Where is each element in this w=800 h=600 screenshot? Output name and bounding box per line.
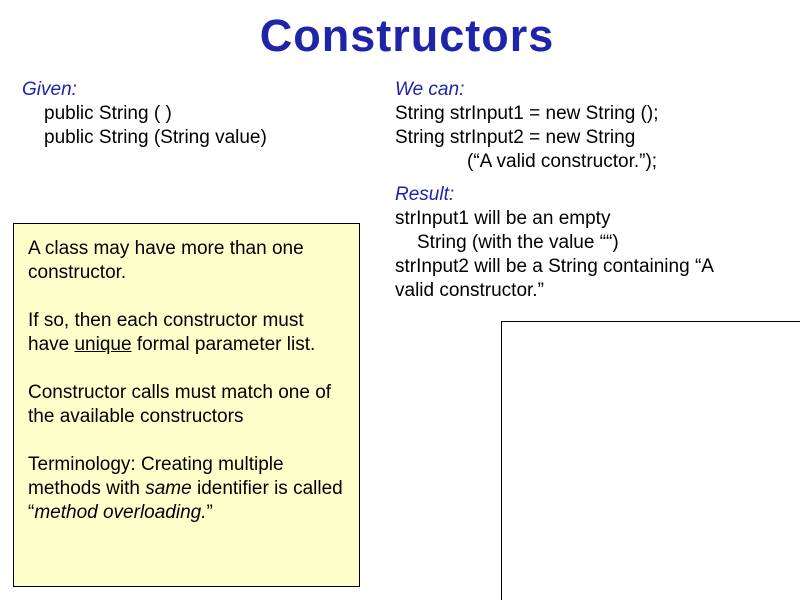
note-text: If so, then each constructor must have: [28, 310, 304, 355]
result-line: strInput2 will be a String containing “A: [395, 256, 714, 277]
note-paragraph: A class may have more than one construct…: [28, 238, 304, 283]
note-paragraph: Terminology: Creating multiple methods w…: [28, 453, 345, 525]
note-text: formal parameter list.: [131, 334, 316, 355]
note-underlined-text: unique: [74, 334, 132, 355]
result-line: String (with the value ““): [417, 232, 619, 253]
note-text: identifier is called “: [28, 478, 343, 523]
note-italic-text: method overloading.: [34, 502, 207, 523]
we-can-block: We can: String strInput1 = new String ()…: [395, 78, 658, 174]
note-paragraph: If so, then each constructor must have u…: [28, 309, 345, 357]
given-line: public String (String value): [44, 127, 267, 148]
note-italic-text: same: [145, 478, 192, 499]
note-box: A class may have more than one construct…: [13, 223, 360, 587]
code-line: (“A valid constructor.”);: [467, 151, 658, 172]
note-text: ”: [206, 502, 213, 523]
code-line: String strInput1 = new String ();: [395, 103, 659, 124]
slide-title: Constructors: [259, 10, 555, 61]
result-block: Result: strInput1 will be an empty Strin…: [395, 183, 714, 303]
note-paragraph: Constructor calls must match one of the …: [28, 382, 332, 427]
empty-frame: [501, 321, 800, 600]
we-can-header: We can:: [395, 79, 465, 100]
given-block: Given: public String ( ) public String (…: [22, 78, 267, 150]
note-text: Terminology: Creating multiple methods w…: [28, 454, 284, 499]
given-header: Given:: [22, 79, 77, 100]
given-line: public String ( ): [44, 103, 172, 124]
code-line: String strInput2 = new String: [395, 127, 636, 148]
result-line: valid constructor.”: [395, 280, 544, 301]
result-line: strInput1 will be an empty: [395, 208, 611, 229]
result-header: Result:: [395, 184, 455, 205]
